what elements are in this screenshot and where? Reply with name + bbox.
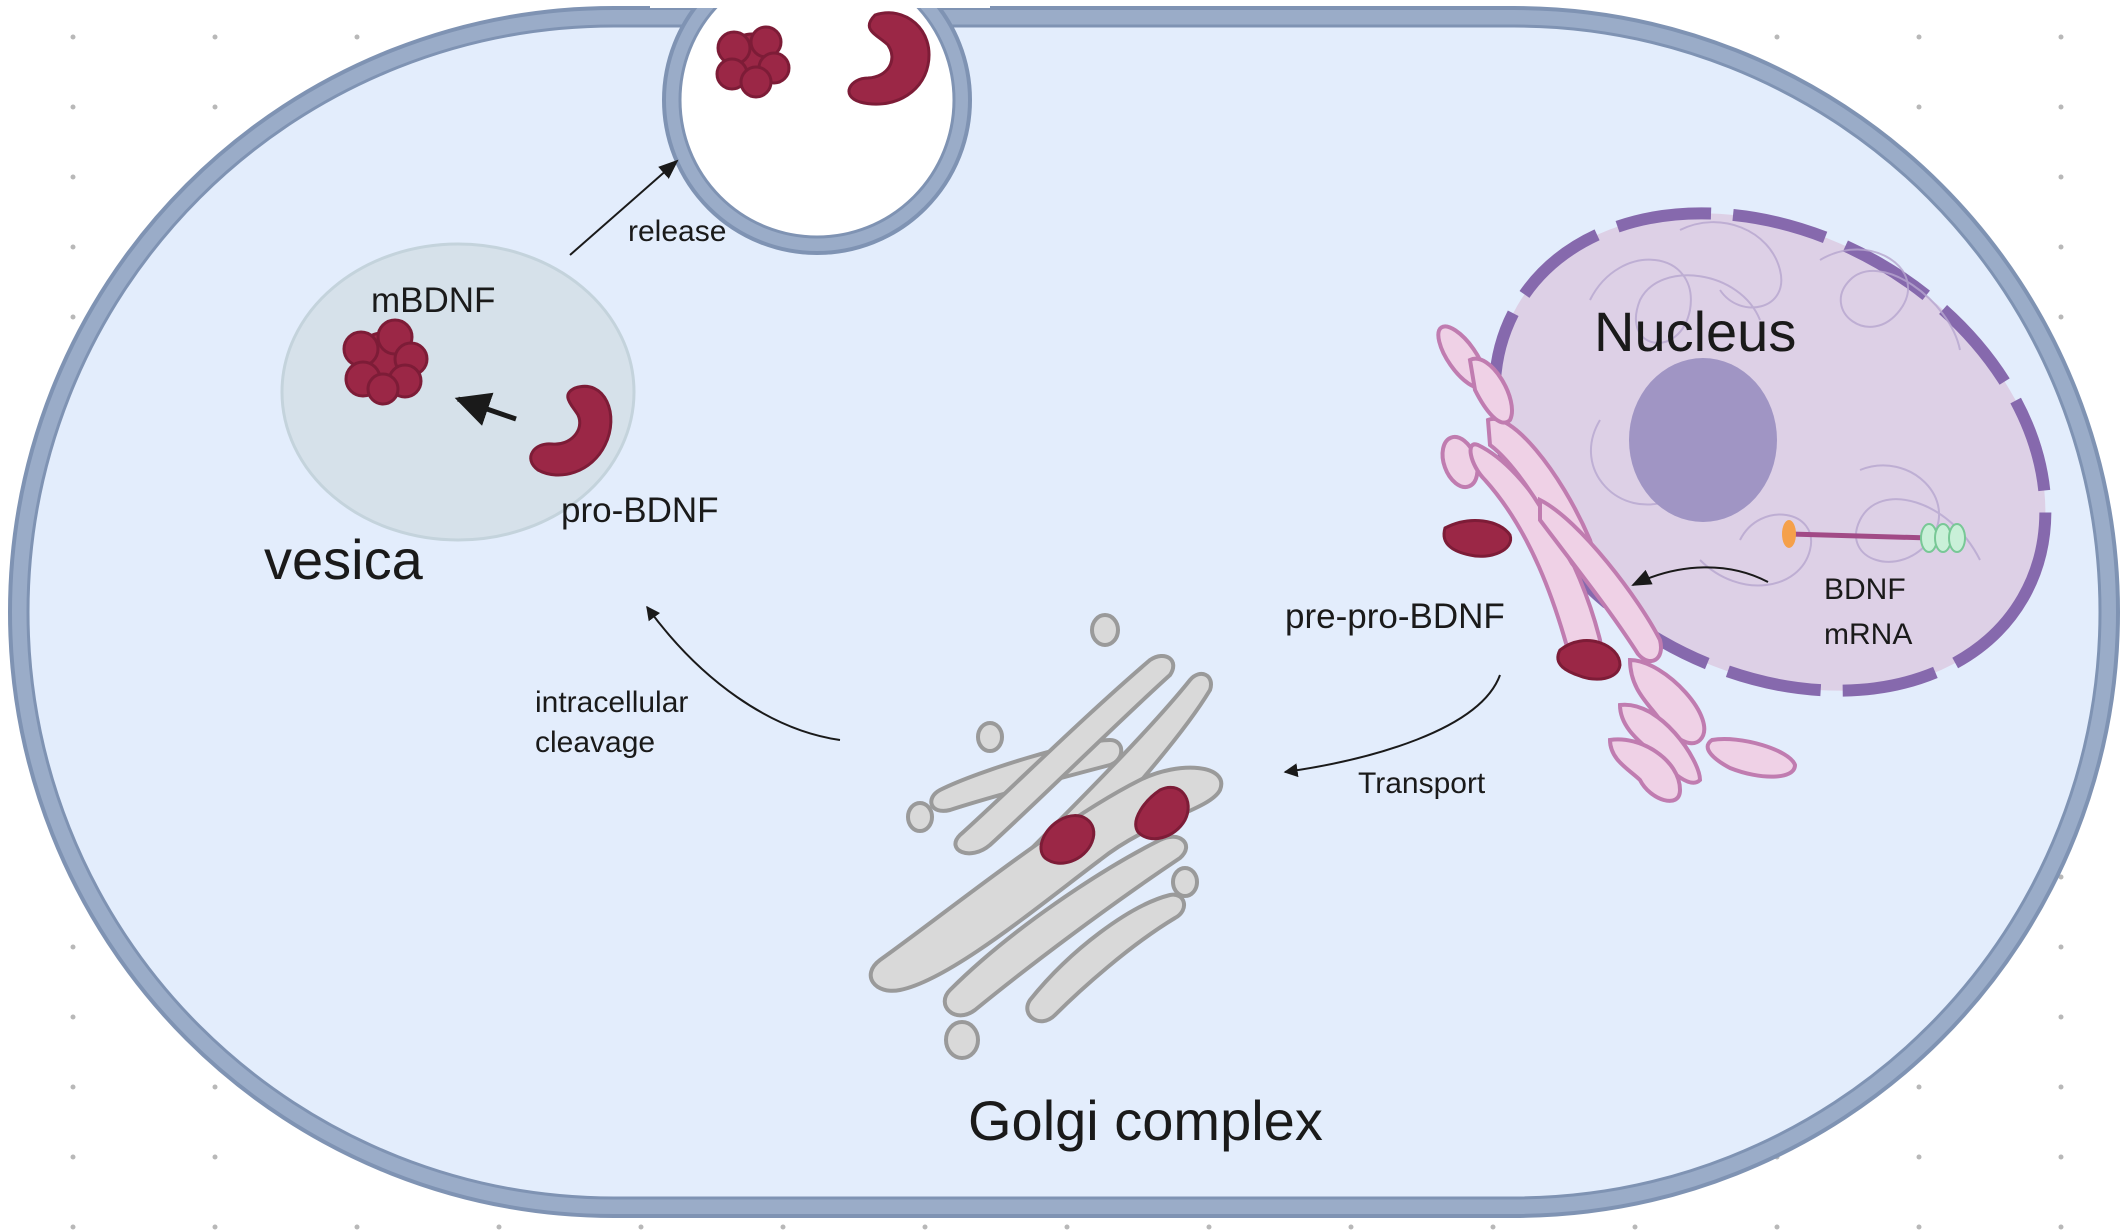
mbdnf-protein (342, 318, 429, 406)
grid-dot (1916, 1224, 1922, 1230)
grid-dot (922, 1224, 928, 1230)
grid-dot (1916, 1084, 1922, 1090)
grid-dot (354, 34, 360, 40)
grid-dot (1490, 1224, 1496, 1230)
mrna-export-arrow (1631, 566, 1769, 586)
release-arrow (569, 159, 679, 256)
grid-dot (2058, 874, 2064, 880)
grid-dot (70, 34, 76, 40)
nucleus-label: Nucleus (1594, 300, 1796, 363)
grid-dot (1774, 1224, 1780, 1230)
bdnf-mrna-label-line1: BDNF (1824, 573, 1906, 606)
release-label: release (628, 215, 726, 248)
grid-dot (1916, 1154, 1922, 1160)
cleavage-arrow (454, 392, 517, 426)
grid-dot (212, 1224, 218, 1230)
grid-dot (70, 174, 76, 180)
grid-dot (2058, 1084, 2064, 1090)
grid-dot (2058, 1154, 2064, 1160)
grid-dot (1064, 1224, 1070, 1230)
mbdnf-label: mBDNF (371, 281, 495, 320)
grid-dot (70, 1224, 76, 1230)
transport-label: Transport (1358, 767, 1486, 800)
pro-bdnf-label: pro-BDNF (561, 491, 719, 530)
vesica-label: vesica (264, 528, 424, 591)
grid-dot (1206, 1224, 1212, 1230)
grid-dot (1348, 1224, 1354, 1230)
golgi-bdnf-protein (1039, 785, 1190, 865)
grid-dot (2058, 244, 2064, 250)
grid-dot (2058, 174, 2064, 180)
grid-dot (1916, 34, 1922, 40)
grid-dot (1916, 104, 1922, 110)
grid-dot (212, 1154, 218, 1160)
grid-dot (2058, 34, 2064, 40)
grid-dot (2058, 314, 2064, 320)
grid-dot (2058, 104, 2064, 110)
nucleolus (1629, 358, 1777, 522)
grid-dot (780, 1224, 786, 1230)
er-pre-pro-bdnf-protein (1442, 519, 1622, 681)
grid-dot (1632, 1224, 1638, 1230)
grid-dot (212, 104, 218, 110)
grid-dot (70, 244, 76, 250)
pre-pro-bdnf-label: pre-pro-BDNF (1285, 597, 1505, 636)
golgi-complex-label: Golgi complex (968, 1089, 1323, 1152)
golgi-complex (868, 613, 1224, 1060)
grid-dot (496, 1224, 502, 1230)
bdnf-mrna-label-line2: mRNA (1824, 618, 1912, 651)
released-pro-bdnf-protein (847, 11, 931, 106)
intracellular-cleavage-label-line1: intracellular (535, 686, 688, 719)
intracellular-cleavage-label-line2: cleavage (535, 726, 655, 759)
released-mbdnf-protein (715, 25, 791, 99)
intracellular-cleavage-arrow (646, 605, 841, 741)
pro-bdnf-protein (529, 384, 613, 477)
grid-dot (70, 104, 76, 110)
grid-dot (2058, 1224, 2064, 1230)
grid-dot (70, 1084, 76, 1090)
grid-dot (354, 1224, 360, 1230)
grid-dot (2058, 1014, 2064, 1020)
grid-dot (638, 1224, 644, 1230)
bdnf-mrna (1782, 520, 1966, 553)
transport-arrow (1283, 674, 1501, 778)
grid-dot (212, 34, 218, 40)
grid-dot (2058, 944, 2064, 950)
grid-dot (70, 1154, 76, 1160)
grid-dot (1774, 34, 1780, 40)
grid-dot (70, 1014, 76, 1020)
grid-dot (212, 1084, 218, 1090)
grid-dot (70, 944, 76, 950)
grid-dot (70, 314, 76, 320)
endoplasmic-reticulum (1436, 324, 1798, 803)
